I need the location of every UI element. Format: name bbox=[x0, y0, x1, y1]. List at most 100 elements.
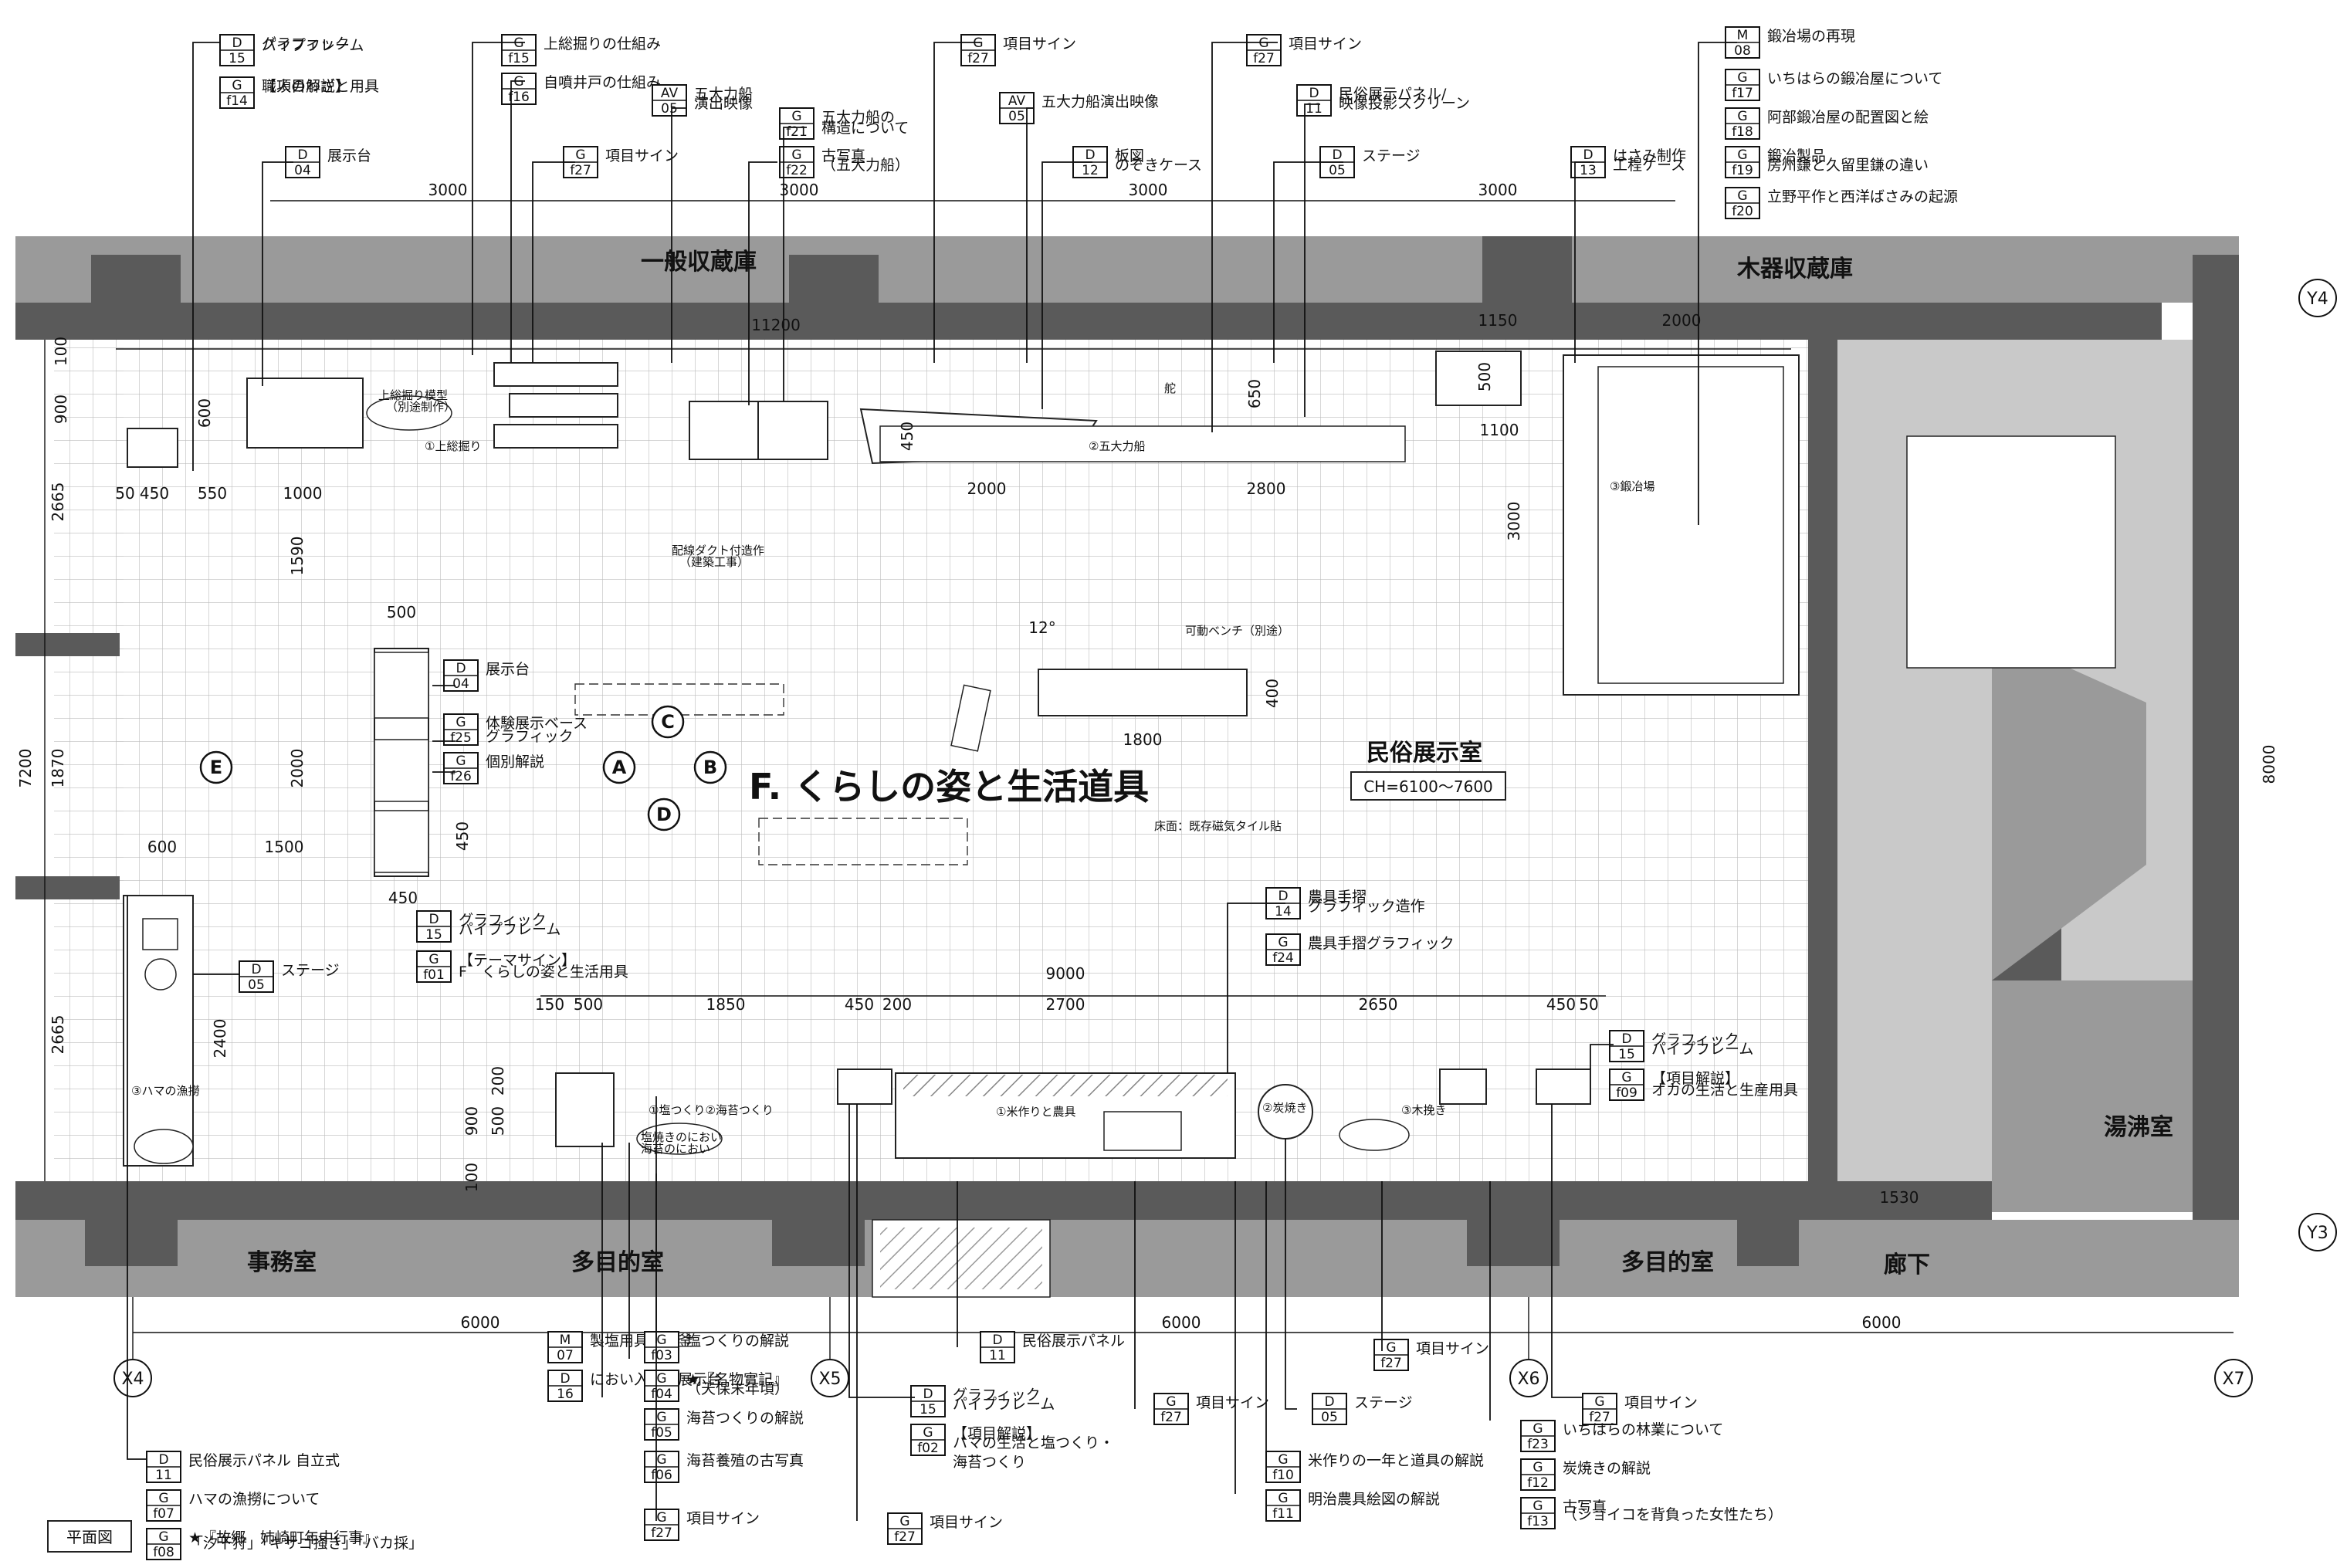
tag-type: G bbox=[1278, 935, 1288, 950]
case-left-bottom bbox=[837, 1068, 892, 1105]
west-wall-upper bbox=[15, 633, 120, 656]
tag-label: 鍛冶製品 bbox=[1767, 147, 1826, 164]
plan-notes: 上総掘り模型 （別途制作） ①上総掘り ②五大力船 舵 ③鍛冶場 配線ダクト付造… bbox=[131, 381, 1654, 1156]
tag-type: G bbox=[656, 1371, 666, 1387]
corner-case bbox=[127, 428, 178, 468]
tag-type: G bbox=[1594, 1394, 1604, 1410]
tag-type: G bbox=[973, 36, 983, 51]
tag-label: 炭焼きの解説 bbox=[1563, 1460, 1651, 1477]
tag-type: G bbox=[456, 715, 466, 730]
tag-code: 04 bbox=[452, 676, 469, 692]
note: 配線ダクト付造作 bbox=[672, 544, 764, 557]
east-wall bbox=[1808, 340, 1837, 1181]
tag-code: 13 bbox=[1580, 163, 1597, 178]
smithy-frame bbox=[1597, 366, 1784, 684]
dim-value: 500 bbox=[574, 995, 603, 1014]
tag-label: 米作りの一年と道具の解説 bbox=[1308, 1452, 1484, 1469]
building-fabric bbox=[15, 236, 2239, 1298]
axis-x4 bbox=[113, 1359, 152, 1397]
note: ②炭焼き bbox=[1262, 1101, 1307, 1115]
tag-type: G bbox=[158, 1529, 168, 1545]
tag-type: G bbox=[1166, 1394, 1176, 1410]
view-label-b: B bbox=[703, 757, 717, 778]
tag-code: f07 bbox=[153, 1506, 174, 1522]
tag-label-line2: グラフィック bbox=[486, 728, 574, 745]
tag-type: D bbox=[923, 1387, 933, 1402]
tag-type: G bbox=[456, 754, 466, 769]
tag-code: 07 bbox=[557, 1348, 574, 1363]
note: 上総掘り模型 bbox=[378, 388, 448, 402]
tag-code: f08 bbox=[153, 1545, 174, 1560]
dim-value: 400 bbox=[1263, 679, 1282, 708]
tag-code: f03 bbox=[651, 1348, 672, 1363]
tag-code: f23 bbox=[1527, 1437, 1549, 1452]
tag-type: D bbox=[560, 1371, 570, 1387]
note: ③ハマの漁撈 bbox=[131, 1084, 199, 1098]
note: 舵 bbox=[1164, 381, 1176, 395]
tag-label-line2: 職人のわざと用具 bbox=[262, 77, 379, 95]
scissors-case bbox=[1435, 351, 1522, 406]
pillar bbox=[91, 255, 181, 340]
tag-label: 五大力船演出映像 bbox=[1041, 93, 1159, 110]
tag-label-line2: 「汐干狩」「キサゴ掻き」「バカ採」 bbox=[188, 1535, 423, 1552]
tag-type: G bbox=[1532, 1421, 1543, 1437]
tag-type: G bbox=[1278, 1491, 1288, 1506]
stair-treads bbox=[1906, 435, 2116, 669]
tag-type: AV bbox=[661, 86, 679, 101]
tag-label: 阿部鍛冶屋の配置図と絵 bbox=[1767, 109, 1929, 126]
tag-code: f26 bbox=[450, 769, 472, 784]
tag-label: 海苔つくりの解説 bbox=[686, 1410, 804, 1427]
dim-value: 50 bbox=[1579, 995, 1598, 1014]
video-screen-2 bbox=[757, 401, 828, 460]
tag-label: グラフィック bbox=[1651, 1031, 1739, 1048]
tag-code: 16 bbox=[557, 1387, 574, 1402]
dim-value: 7200 bbox=[16, 749, 35, 788]
dim-value: 450 bbox=[1546, 995, 1576, 1014]
axis-label: X4 bbox=[121, 1370, 144, 1389]
tag-label: 項目サイン bbox=[1289, 36, 1362, 52]
pillar bbox=[789, 255, 879, 340]
tag-label: いちはらの林業について bbox=[1563, 1421, 1723, 1438]
dim-value: 900 bbox=[52, 395, 70, 424]
fishing-item-1 bbox=[144, 958, 177, 991]
view-label-e: E bbox=[210, 757, 222, 778]
case-right-bottom bbox=[1536, 1068, 1591, 1105]
tag-label-line2: 演出映像 bbox=[694, 95, 753, 112]
dim-value: 6000 bbox=[1862, 1313, 1902, 1332]
note: ①塩つくり②海苔つくり bbox=[649, 1103, 774, 1117]
axis-label: X5 bbox=[818, 1370, 841, 1389]
model-base bbox=[366, 395, 452, 431]
tag-code: 14 bbox=[1275, 904, 1292, 919]
dim-value: 9000 bbox=[1046, 964, 1085, 983]
tag-label: 項目サイン bbox=[1196, 1394, 1269, 1411]
dim-value: 1150 bbox=[1478, 311, 1518, 330]
view-marker-c bbox=[651, 705, 685, 739]
dim-value: 200 bbox=[489, 1066, 507, 1096]
tag-code: 11 bbox=[1306, 101, 1323, 117]
tag-label: ステージ bbox=[1354, 1394, 1413, 1411]
tag-label-line2: オカの生活と生産用具 bbox=[1651, 1082, 1798, 1099]
tag-type: G bbox=[1386, 1340, 1396, 1356]
room-office: 事務室 bbox=[247, 1249, 317, 1276]
tag-code: f27 bbox=[1160, 1410, 1182, 1425]
tag-code: 15 bbox=[919, 1402, 936, 1417]
axis-label: Y3 bbox=[2306, 1224, 2328, 1243]
tag-code: f19 bbox=[1732, 163, 1753, 178]
